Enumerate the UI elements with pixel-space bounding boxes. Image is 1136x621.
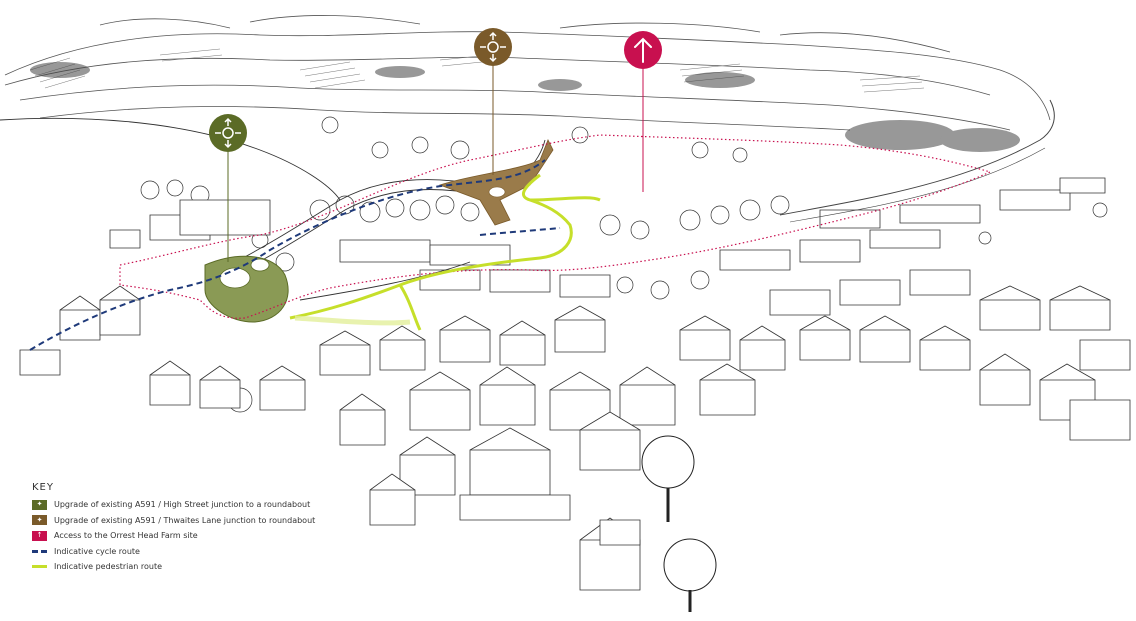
foreground-trees [641, 435, 717, 612]
map-legend: KEY ✦ Upgrade of existing A591 / High Str… [32, 482, 372, 575]
legend-line [32, 549, 47, 553]
roundabout-icon: ✦ [32, 499, 47, 510]
legend-glyph: ✦ [36, 500, 43, 509]
roundabout-icon [480, 31, 506, 63]
legend-label: Indicative cycle route [54, 546, 140, 556]
legend-item: Indicative pedestrian route [32, 559, 372, 575]
cycle-route [29, 159, 546, 351]
orrest-head-access-marker [624, 31, 662, 192]
thwaites-lane-roundabout [438, 139, 554, 226]
thwaites-lane-roundabout-marker [474, 28, 512, 175]
pedestrian-route [289, 173, 601, 331]
arrow-up-icon [634, 37, 652, 63]
legend-item: ✦ Upgrade of existing A591 / High Street … [32, 497, 372, 513]
legend-label: Upgrade of existing A591 / High Street j… [54, 500, 311, 510]
roundabout-icon: ✦ [32, 515, 47, 526]
legend-label: Upgrade of existing A591 / Thwaites Lane… [54, 515, 316, 525]
legend-line [32, 565, 47, 569]
legend-glyph: ✦ [36, 515, 43, 524]
legend-item: ↑ Access to the Orrest Head Farm site [32, 528, 372, 544]
high-street-roundabout [204, 255, 289, 323]
legend-label: Access to the Orrest Head Farm site [54, 531, 198, 541]
legend-item: Indicative cycle route [32, 544, 372, 560]
arrow-up-icon: ↑ [32, 530, 47, 541]
railway-line [779, 99, 1055, 216]
legend-item: ✦ Upgrade of existing A591 / Thwaites Lan… [32, 513, 372, 529]
roundabout-icon [215, 117, 241, 149]
legend-glyph: ↑ [36, 531, 43, 540]
distant-hills [4, 15, 1051, 131]
high-street-roundabout-marker [209, 114, 247, 262]
trees [140, 116, 1108, 413]
legend-title: KEY [32, 482, 54, 493]
woodland [30, 62, 1020, 152]
dashed-line-swatch [32, 546, 47, 556]
legend-label: Indicative pedestrian route [54, 562, 163, 572]
solid-line-swatch [32, 562, 47, 572]
buildings [19, 177, 1131, 591]
